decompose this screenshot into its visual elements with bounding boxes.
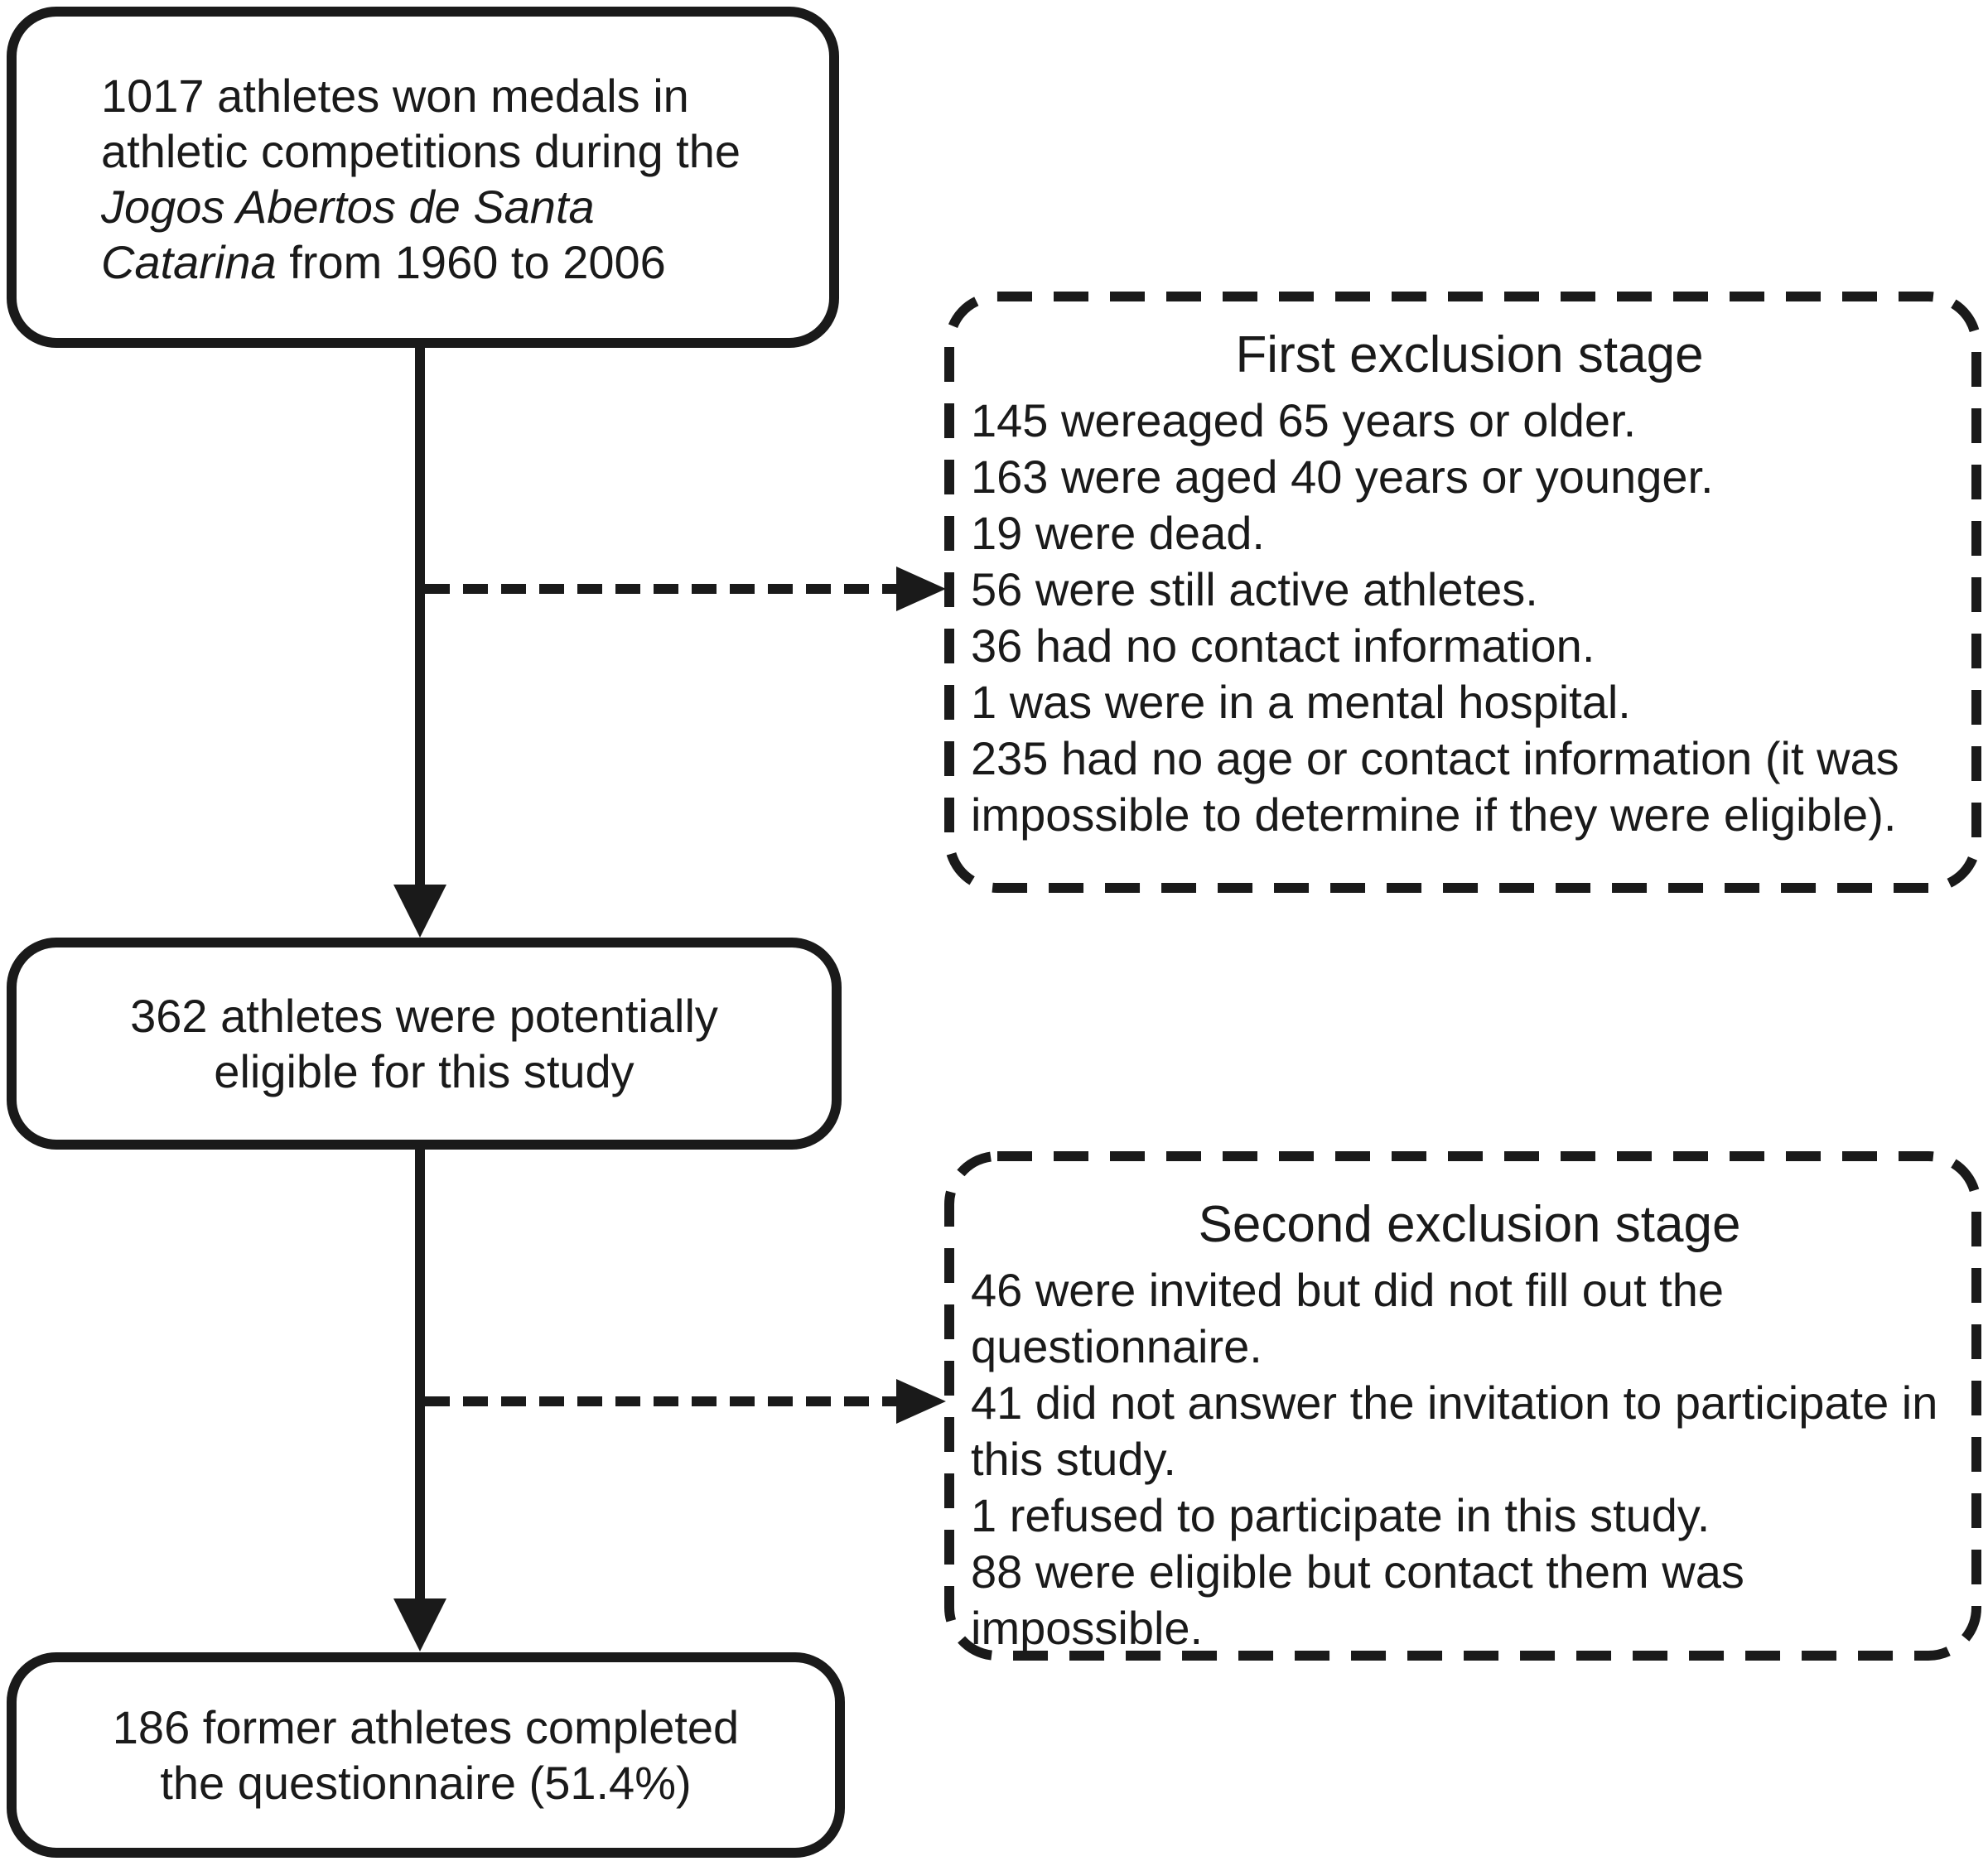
- completed-line: the questionnaire (51.4%): [160, 1757, 692, 1809]
- second-exclusion-content: Second exclusion stage 46 were invited b…: [944, 1151, 1981, 1656]
- initial-cohort-italic-segment: Catarina: [101, 236, 277, 288]
- dashed-border-icon: [944, 292, 1981, 893]
- exclusion-item: 1 was were in a mental hospital.: [971, 676, 1631, 728]
- exclusion-item: 46 were invited but did not fill out the…: [971, 1264, 1725, 1372]
- flow-arrow-initial-to-eligible-line: [415, 344, 425, 886]
- eligible-text: 362 athletes were potentially eligible f…: [130, 988, 718, 1099]
- second-exclusion-title: Second exclusion stage: [1198, 1196, 1741, 1253]
- completed-text: 186 former athletes completed the questi…: [113, 1700, 739, 1811]
- initial-cohort-regular-segment: from 1960 to 2006: [276, 236, 666, 288]
- completed-line: 186 former athletes completed: [112, 1701, 740, 1753]
- flow-arrow-eligible-to-completed-line: [415, 1147, 425, 1598]
- first-exclusion-content: First exclusion stage 145 wereaged 65 ye…: [944, 292, 1981, 843]
- dashed-border-icon: [944, 1151, 1981, 1661]
- exclusion-item: 163 were aged 40 years or younger.: [971, 451, 1714, 503]
- box-initial-cohort: 1017 athletes won medals in athletic com…: [7, 7, 839, 348]
- exclusion-item: 235 had no age or contact information (i…: [971, 732, 1899, 841]
- exclusion-item: 19 were dead.: [971, 507, 1265, 559]
- exclusion-arrow-2-line: [425, 1396, 897, 1406]
- exclusion-item: 1 refused to participate in this study.: [971, 1489, 1711, 1541]
- arrowhead-down-icon: [393, 1598, 446, 1651]
- first-exclusion-title: First exclusion stage: [1235, 326, 1704, 383]
- arrowhead-right-icon: [896, 1379, 946, 1424]
- exclusion-item: 145 wereaged 65 years or older.: [971, 394, 1637, 446]
- arrowhead-down-icon: [393, 885, 446, 938]
- exclusion-arrow-1-line: [425, 584, 897, 594]
- arrowhead-right-icon: [896, 567, 946, 611]
- exclusion-item: 56 were still active athletes.: [971, 563, 1538, 615]
- eligible-line: 362 athletes were potentially: [130, 990, 718, 1042]
- exclusion-item: 88 were eligible but contact them was im…: [971, 1545, 1744, 1654]
- initial-cohort-line: athletic competitions during the: [101, 125, 741, 177]
- initial-cohort-line-italic: Jogos Abertos de Santa: [101, 181, 595, 233]
- initial-cohort-line: Catarina from 1960 to 2006: [101, 234, 821, 290]
- exclusion-item: 41 did not answer the invitation to part…: [971, 1377, 1938, 1485]
- box-second-exclusion-stage: Second exclusion stage 46 were invited b…: [944, 1151, 1981, 1661]
- initial-cohort-line: 1017 athletes won medals in: [101, 70, 689, 122]
- box-first-exclusion-stage: First exclusion stage 145 wereaged 65 ye…: [944, 292, 1981, 893]
- box-completed-questionnaire: 186 former athletes completed the questi…: [7, 1652, 845, 1858]
- exclusion-item: 36 had no contact information.: [971, 620, 1595, 672]
- eligible-line: eligible for this study: [214, 1045, 635, 1097]
- box-eligible-athletes: 362 athletes were potentially eligible f…: [7, 938, 842, 1150]
- initial-cohort-text: 1017 athletes won medals in athletic com…: [17, 17, 829, 290]
